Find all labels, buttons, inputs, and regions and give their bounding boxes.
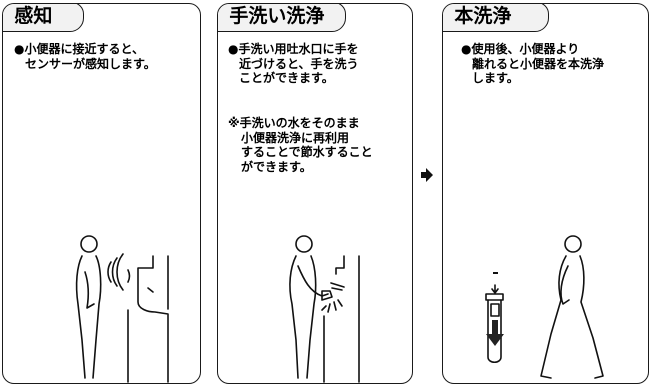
panel-hand-wash: 手洗い洗浄 ●手洗い用吐水口に手を 近づけると、手を洗う ことができます。 ※手… bbox=[217, 3, 413, 384]
person-leaving-urinal-illustration bbox=[485, 235, 604, 379]
hand-wash-line-2: 近づけると、手を洗う bbox=[239, 56, 359, 71]
person-washing-hands-illustration bbox=[289, 235, 360, 383]
main-flush-line-1: ●使用後、小便器より bbox=[461, 42, 580, 56]
right-arrow-icon bbox=[421, 168, 433, 182]
water-spray-icon bbox=[321, 299, 343, 313]
hands bbox=[321, 290, 333, 301]
hand-wash-line-3: ことができます。 bbox=[239, 71, 334, 85]
hand-wash-line-1: ●手洗い用吐水口に手を bbox=[228, 42, 359, 56]
urinal-outline bbox=[487, 299, 502, 364]
hand-wash-note: ※手洗いの水をそのまま 小便器洗浄に再利用 することで節水すること ができます。 bbox=[228, 116, 373, 174]
hand-wash-note-line-3: することで節水すること bbox=[241, 145, 373, 159]
person-body bbox=[75, 255, 102, 379]
person-approaching-urinal-illustration bbox=[75, 235, 169, 383]
panel-title-hand-wash: 手洗い洗浄 bbox=[218, 4, 347, 33]
hand-wash-note-line-2: 小便器洗浄に再利用 bbox=[241, 130, 350, 145]
person-arm bbox=[84, 271, 95, 309]
urinal-top bbox=[485, 293, 504, 301]
urinal-outline bbox=[137, 255, 169, 383]
faucet-icon bbox=[330, 282, 345, 291]
person-head bbox=[564, 235, 582, 253]
panel-title-main-flush: 本洗浄 bbox=[443, 4, 550, 33]
main-flush-line-3: します。 bbox=[472, 71, 519, 85]
panel-sensing: 感知 ●小便器に接近すると、 センサーが感知します。 bbox=[2, 3, 201, 384]
main-flush-description: ●使用後、小便器より 離れると小便器を本洗浄 します。 bbox=[461, 42, 604, 86]
sensing-line-1: ●小便器に接近すると、 bbox=[14, 42, 144, 56]
panel-title-sensing: 感知 bbox=[3, 4, 85, 33]
person-head bbox=[80, 235, 98, 253]
person-walking-body bbox=[540, 255, 604, 379]
person-arm bbox=[560, 265, 570, 305]
panel-main-flush: 本洗浄 ●使用後、小便器より 離れると小便器を本洗浄 します。 bbox=[442, 3, 649, 384]
sensing-line-2: センサーが感知します。 bbox=[25, 56, 156, 71]
hand-wash-description: ●手洗い用吐水口に手を 近づけると、手を洗う ことができます。 bbox=[228, 42, 359, 86]
main-flush-line-2: 離れると小便器を本洗浄 bbox=[472, 56, 605, 71]
person-head bbox=[295, 235, 313, 253]
hand-wash-note-line-1: ※手洗いの水をそのまま bbox=[228, 116, 360, 130]
hand-wash-note-line-4: ができます。 bbox=[241, 159, 312, 174]
person-body bbox=[289, 255, 317, 379]
urinal-outline bbox=[335, 255, 360, 383]
sensing-description: ●小便器に接近すると、 センサーが感知します。 bbox=[14, 42, 156, 71]
flush-arrow-icon bbox=[486, 320, 504, 346]
sensor-waves-icon bbox=[107, 253, 124, 291]
